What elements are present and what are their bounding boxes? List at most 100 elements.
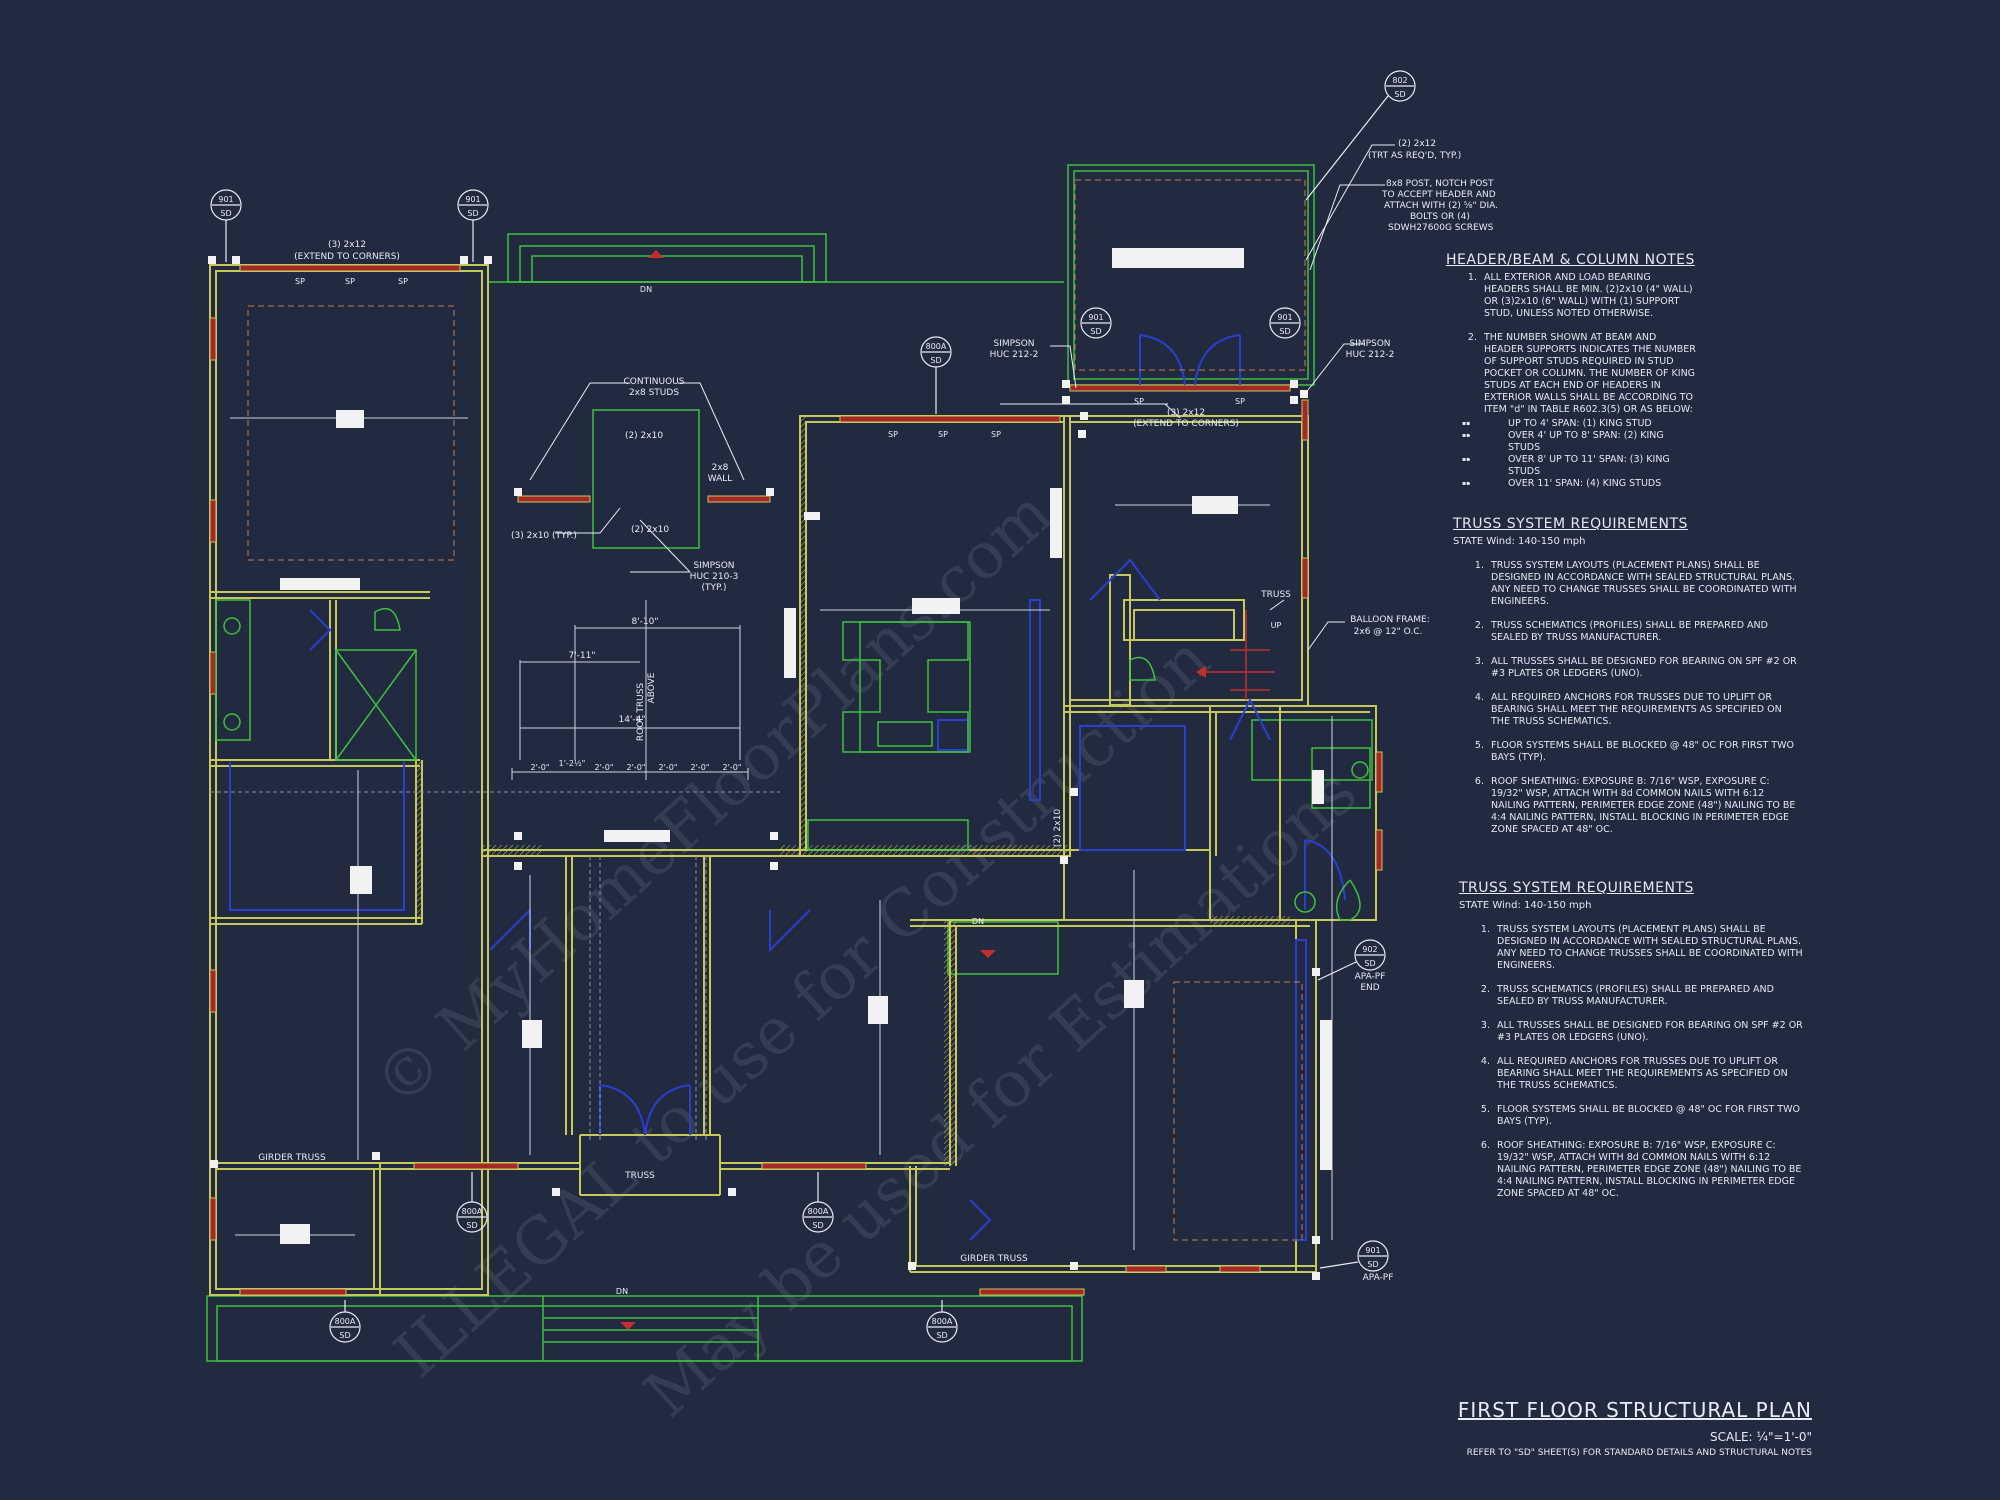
label-dim-7-11: 7'-11" [568, 651, 595, 661]
callout-901-porch-left-num: 901 [1088, 313, 1103, 322]
callout-901-porch-right: 901 SD [1269, 307, 1301, 339]
label-truss-lower: TRUSS [624, 1171, 655, 1181]
truss-notes-2-item-6: ROOF SHEATHING: EXPOSURE B: 7/16" WSP, E… [1493, 1140, 1809, 1200]
label-3x10-typ: (3) 2x10 (TYP.) [511, 531, 577, 541]
callout-800a-left-num: 800A [462, 1207, 483, 1216]
label-simpson-left-1: SIMPSON [993, 339, 1034, 349]
callout-901-bottom-right-sheet: SD [1367, 1260, 1378, 1269]
plan-scale: SCALE: ¼"=1'-0" [1710, 1430, 1812, 1444]
callout-800a-left-sheet: SD [466, 1221, 477, 1230]
callout-802: 802 SD [1305, 70, 1416, 201]
label-apa-pf: APA-PF [1363, 1273, 1394, 1283]
callout-800a-center: 800A SD [802, 1172, 834, 1233]
label-post-5: SDWH27600G SCREWS [1388, 223, 1494, 233]
label-dim-row-3: 2'-0" [595, 763, 614, 772]
kitchen-island [215, 599, 1371, 921]
label-truss-upper: TRUSS [1260, 590, 1291, 600]
callout-800a-bottom-left-num: 800A [335, 1317, 356, 1326]
label-girder-truss-right: GIRDER TRUSS [960, 1254, 1028, 1264]
callout-902-num: 902 [1362, 945, 1377, 954]
leaders [529, 144, 1395, 651]
callout-800a-top-sheet: SD [930, 356, 941, 365]
label-2x8-wall-2: WALL [708, 474, 733, 484]
callout-902: 902 SD [1317, 939, 1386, 981]
label-sp-2: SP [345, 277, 355, 286]
plan-title-block: FIRST FLOOR STRUCTURAL PLAN SCALE: ¼"=1'… [1452, 1398, 1812, 1458]
label-dim-8-10: 8'-10" [631, 617, 658, 627]
label-dn-mid: DN [972, 917, 984, 926]
callout-901-porch-right-num: 901 [1277, 313, 1292, 322]
label-simpson-huc-2: HUC 210-3 [690, 572, 739, 582]
callout-800a-bottom-right: 800A SD [926, 1300, 958, 1343]
callout-901-porch-right-sheet: SD [1279, 327, 1290, 336]
callout-901-bottom-right-num: 901 [1365, 1246, 1380, 1255]
label-continuous-1: CONTINUOUS [624, 377, 685, 387]
label-continuous-2: 2x8 STUDS [629, 388, 679, 398]
dimensions [511, 625, 749, 780]
truss-notes-1-item-1: TRUSS SYSTEM LAYOUTS (PLACEMENT PLANS) S… [1487, 560, 1803, 608]
label-simpson-left-2: HUC 212-2 [990, 350, 1039, 360]
label-dim-row-1: 2'-0" [531, 763, 550, 772]
truss-notes-2-item-2: TRUSS SCHEMATICS (PROFILES) SHALL BE PRE… [1493, 984, 1809, 1008]
stairs [620, 250, 1275, 1330]
span-arrows [230, 417, 1333, 1250]
truss-notes-1-title: TRUSS SYSTEM REQUIREMENTS [1453, 516, 1688, 532]
callout-901-bottom-right: 901 SD [1319, 1240, 1389, 1272]
label-dim-row-2: 1'-2½" [559, 759, 586, 768]
truss-notes-1-item-2: TRUSS SCHEMATICS (PROFILES) SHALL BE PRE… [1487, 620, 1803, 644]
headers [209, 264, 1383, 1296]
label-dn-top: DN [640, 285, 652, 294]
callout-802-sheet: SD [1394, 90, 1405, 99]
label-girder-truss-left: GIRDER TRUSS [258, 1153, 326, 1163]
label-2x8-wall-1: 2x8 [712, 463, 729, 473]
callout-902-sheet: SD [1364, 959, 1375, 968]
truss-notes-1-item-6: ROOF SHEATHING: EXPOSURE B: 7/16" WSP, E… [1487, 776, 1803, 836]
callout-800a-bottom-right-sheet: SD [936, 1331, 947, 1340]
label-sp-7: SP [1134, 397, 1144, 406]
dashed-outlines [247, 179, 1306, 1241]
label-post-4: BOLTS OR (4) [1410, 212, 1470, 222]
label-up: UP [1271, 621, 1282, 630]
beam-tags [280, 248, 1332, 1244]
plan-reference-note: REFER TO "SD" SHEET(S) FOR STANDARD DETA… [1466, 1448, 1812, 1458]
callout-800a-bottom-left-sheet: SD [339, 1331, 350, 1340]
callout-800a-top: 800A SD [920, 336, 952, 414]
callout-800a-bottom-left: 800A SD [329, 1300, 361, 1343]
header-beam-column-notes: HEADER/BEAM & COLUMN NOTES ALL EXTERIOR … [1446, 253, 1696, 502]
truss-notes-2-item-3: ALL TRUSSES SHALL BE DESIGNED FOR BEARIN… [1493, 1020, 1809, 1044]
callout-800a-left: 800A SD [456, 1172, 488, 1233]
label-balloon-1: BALLOON FRAME: [1350, 615, 1430, 625]
callout-901-porch-left-sheet: SD [1090, 327, 1101, 336]
truss-notes-1-subtitle: STATE Wind: 140-150 mph [1453, 536, 1586, 547]
label-dim-row-7: 2'-0" [723, 763, 742, 772]
label-sp-1: SP [295, 277, 305, 286]
label-dim-row-5: 2'-0" [659, 763, 678, 772]
header-note-subitem-2: OVER 4' UP TO 8' SPAN: (2) KING STUDS [1504, 430, 1696, 454]
truss-notes-2-item-1: TRUSS SYSTEM LAYOUTS (PLACEMENT PLANS) S… [1493, 924, 1809, 972]
plan-title: FIRST FLOOR STRUCTURAL PLAN [1457, 1398, 1812, 1422]
label-dim-row-6: 2'-0" [691, 763, 710, 772]
label-extend-corners-left: (EXTEND TO CORNERS) [294, 252, 400, 262]
callout-800a-center-num: 800A [808, 1207, 829, 1216]
label-sp-4: SP [888, 430, 898, 439]
label-post-2: TO ACCEPT HEADER AND [1381, 190, 1496, 200]
header-note-1: ALL EXTERIOR AND LOAD BEARING HEADERS SH… [1480, 272, 1696, 320]
truss-requirements-block-2: TRUSS SYSTEM REQUIREMENTS STATE Wind: 14… [1459, 881, 1809, 1212]
callout-901-mid: 901 SD [457, 189, 489, 262]
callout-800a-center-sheet: SD [812, 1221, 823, 1230]
label-post-3: ATTACH WITH (2) ⅝" DIA. [1384, 201, 1498, 211]
callout-800a-top-num: 800A [926, 342, 947, 351]
label-simpson-huc-1: SIMPSON [693, 561, 734, 571]
header-note-2-text: THE NUMBER SHOWN AT BEAM AND HEADER SUPP… [1484, 332, 1696, 415]
header-note-subitem-4: OVER 11' SPAN: (4) KING STUDS [1504, 478, 1696, 490]
header-note-subitem-1: UP TO 4' SPAN: (1) KING STUD [1504, 418, 1696, 430]
truss-notes-1-item-4: ALL REQUIRED ANCHORS FOR TRUSSES DUE TO … [1487, 692, 1803, 728]
truss-notes-2-item-4: ALL REQUIRED ANCHORS FOR TRUSSES DUE TO … [1493, 1056, 1809, 1092]
support-posts [208, 256, 1320, 1280]
label-simpson-huc-3: (TYP.) [702, 583, 727, 593]
label-2x12-top: (2) 2x12 [1398, 139, 1436, 149]
callout-901-porch-left: 901 SD [1080, 307, 1112, 339]
truss-notes-1-item-3: ALL TRUSSES SHALL BE DESIGNED FOR BEARIN… [1487, 656, 1803, 680]
label-3x12-left: (3) 2x12 [328, 240, 366, 250]
